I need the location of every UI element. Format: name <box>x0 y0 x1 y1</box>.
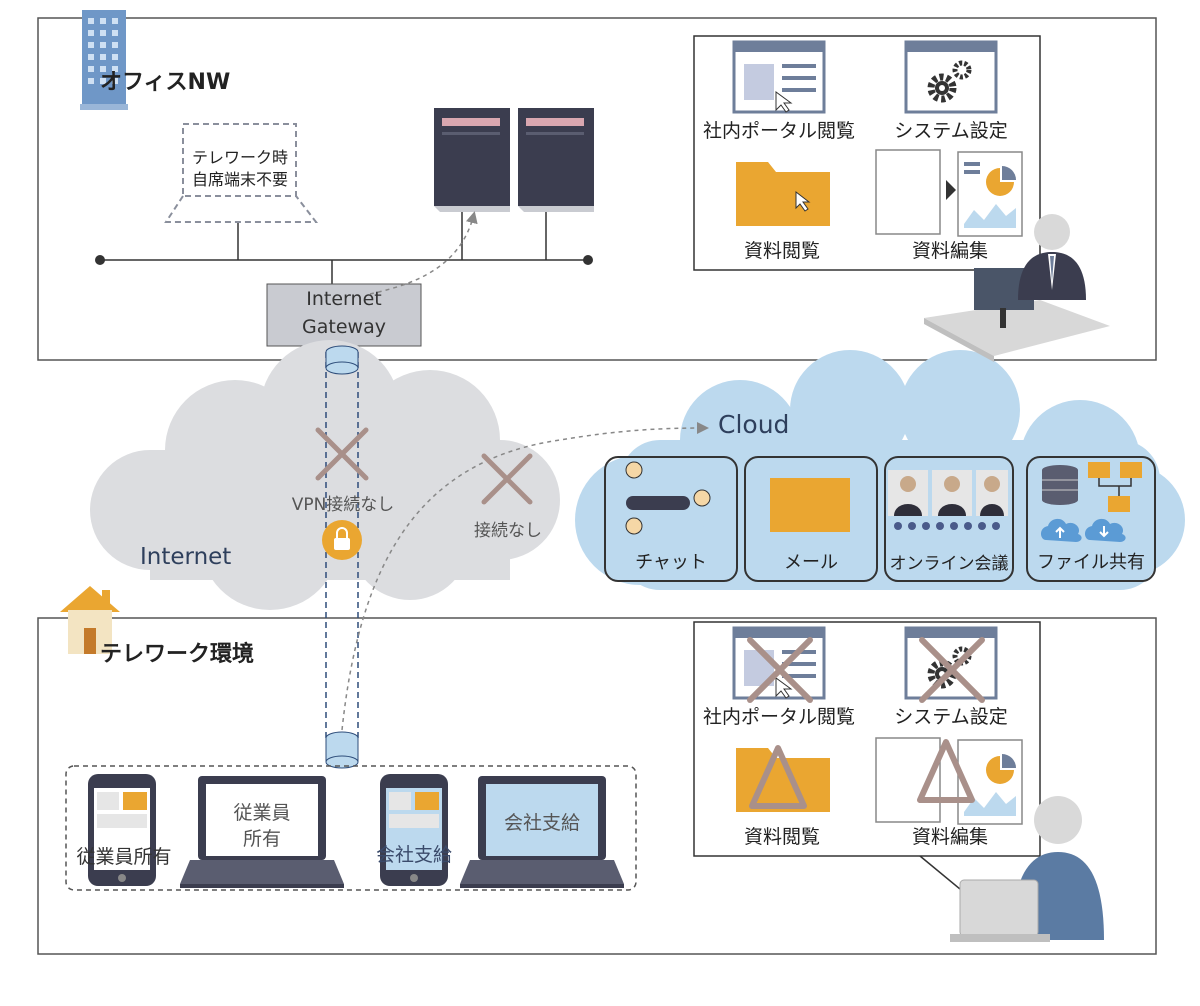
settings-blocked-cross-icon <box>919 637 985 703</box>
vpn-note-label: VPN接続なし <box>291 495 395 515</box>
company-phone-icon <box>380 774 448 886</box>
telework-devices-group <box>65 765 637 891</box>
employee-laptop-label-line1: 従業員 <box>233 802 291 824</box>
gateway-label-line2: Gateway <box>302 316 386 338</box>
company-laptop-label: 会社支給 <box>503 812 580 834</box>
office-portal-label: 社内ポータル閲覧 <box>702 120 855 142</box>
portal-window-icon <box>732 40 826 114</box>
mail-icon <box>770 478 850 532</box>
employee-owned-laptop-icon <box>180 776 344 888</box>
edit-limited-triangle-icon <box>917 739 975 803</box>
employee-owned-phone-icon <box>88 774 156 886</box>
company-laptop-icon <box>460 776 624 888</box>
telework-edit-docs-label: 資料編集 <box>911 826 988 848</box>
lock-icon <box>322 520 362 560</box>
document-edit-icon <box>875 149 1023 237</box>
office-building-icon <box>80 10 128 110</box>
folder-limited-triangle-icon <box>749 745 807 809</box>
file-share-icon <box>1041 462 1142 542</box>
chat-icon <box>625 461 711 540</box>
gateway-to-server-arrow <box>369 211 478 295</box>
portal-blocked-cross-icon <box>747 637 813 703</box>
desk-laptop-note-line2: 自席端末不要 <box>191 170 288 189</box>
gateway-label-line1: Internet <box>306 288 382 310</box>
file-share-service-card: ファイル共有 <box>1026 456 1156 582</box>
office-worker-illustration <box>924 214 1110 362</box>
mail-service-card: メール <box>744 456 878 582</box>
cloud-label: Cloud <box>718 410 790 439</box>
office-network-title: オフィスNW <box>100 70 231 95</box>
office-settings-label: システム設定 <box>894 120 1008 142</box>
mail-label: メール <box>784 552 838 573</box>
file-share-label: ファイル共有 <box>1037 552 1145 573</box>
internet-label: Internet <box>140 544 232 570</box>
employee-laptop-label-line2: 所有 <box>242 828 281 850</box>
office-view-docs-label: 資料閲覧 <box>743 240 820 262</box>
chat-label: チャット <box>635 552 707 573</box>
online-meeting-icon <box>888 470 1008 530</box>
folder-icon <box>736 162 830 226</box>
office-edit-docs-label: 資料編集 <box>911 240 988 262</box>
office-network-box <box>37 17 1157 361</box>
desk-laptop-note-line1: テレワーク時 <box>191 148 288 167</box>
settings-gear-icon <box>904 40 998 114</box>
telework-environment-box <box>37 617 1157 955</box>
no-connection-cross-icon <box>481 453 533 505</box>
telework-worker-illustration <box>950 796 1104 942</box>
telework-portal-label: 社内ポータル閲覧 <box>702 706 855 728</box>
telework-view-docs-label: 資料閲覧 <box>743 826 820 848</box>
server-icon <box>518 108 594 212</box>
chat-service-card: チャット <box>604 456 738 582</box>
internet-gateway-box <box>266 283 422 347</box>
desk-laptop-dashed-icon <box>164 123 319 223</box>
no-connection-label: 接続なし <box>474 521 542 541</box>
vpn-blocked-cross-icon <box>315 427 369 481</box>
telework-settings-label: システム設定 <box>894 706 1008 728</box>
server-icon <box>434 108 510 212</box>
meeting-label: オンライン会議 <box>889 554 1009 574</box>
company-phone-label: 会社支給 <box>375 844 452 866</box>
meeting-service-card: オンライン会議 <box>884 456 1014 582</box>
employee-phone-label: 従業員所有 <box>76 846 172 868</box>
internet-cloud <box>90 340 560 610</box>
house-icon <box>60 586 120 654</box>
telework-environment-title: テレワーク環境 <box>100 642 255 667</box>
